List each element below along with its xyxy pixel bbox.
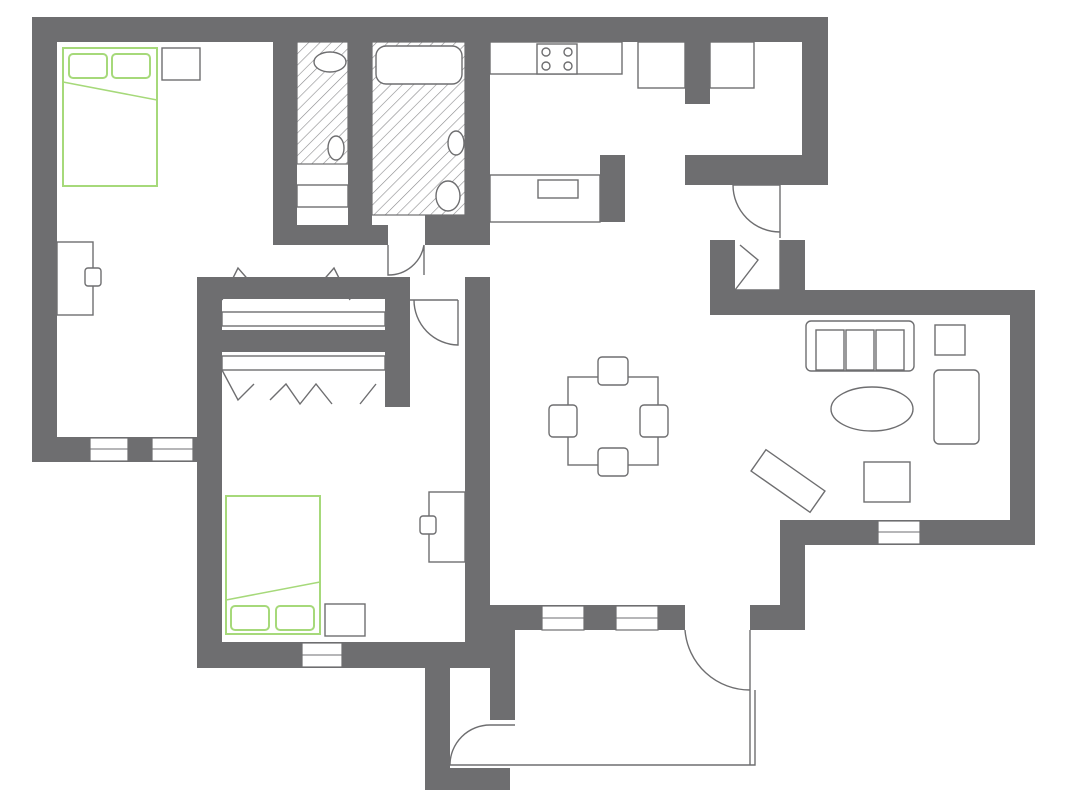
closet-small <box>296 184 349 208</box>
burner <box>541 61 551 71</box>
dining-set <box>548 356 669 477</box>
chair <box>84 267 102 287</box>
fridge <box>637 41 686 89</box>
tv-console <box>750 448 826 514</box>
burner <box>541 47 551 57</box>
bed-2 <box>225 495 321 635</box>
toilet <box>327 135 345 161</box>
washer <box>709 41 755 89</box>
sofa <box>805 320 915 372</box>
sink <box>313 51 347 73</box>
tub-basin <box>375 45 463 85</box>
closet-doors <box>221 266 377 406</box>
kitchen-sink <box>537 179 579 199</box>
walls <box>32 17 1035 790</box>
loveseat <box>933 369 980 445</box>
side-table <box>934 324 966 356</box>
nightstand-2 <box>324 603 366 637</box>
armchair <box>863 461 911 503</box>
closet-rail <box>221 355 386 371</box>
coffee-table <box>830 386 914 432</box>
nightstand <box>161 47 201 81</box>
sink-2 <box>447 130 465 156</box>
chair-2 <box>419 515 437 535</box>
windows <box>89 437 921 668</box>
bed-1 <box>62 47 158 187</box>
burner <box>563 61 573 71</box>
burner <box>563 47 573 57</box>
doors <box>387 184 781 766</box>
toilet-2 <box>435 180 461 212</box>
closet-rail <box>221 311 386 327</box>
